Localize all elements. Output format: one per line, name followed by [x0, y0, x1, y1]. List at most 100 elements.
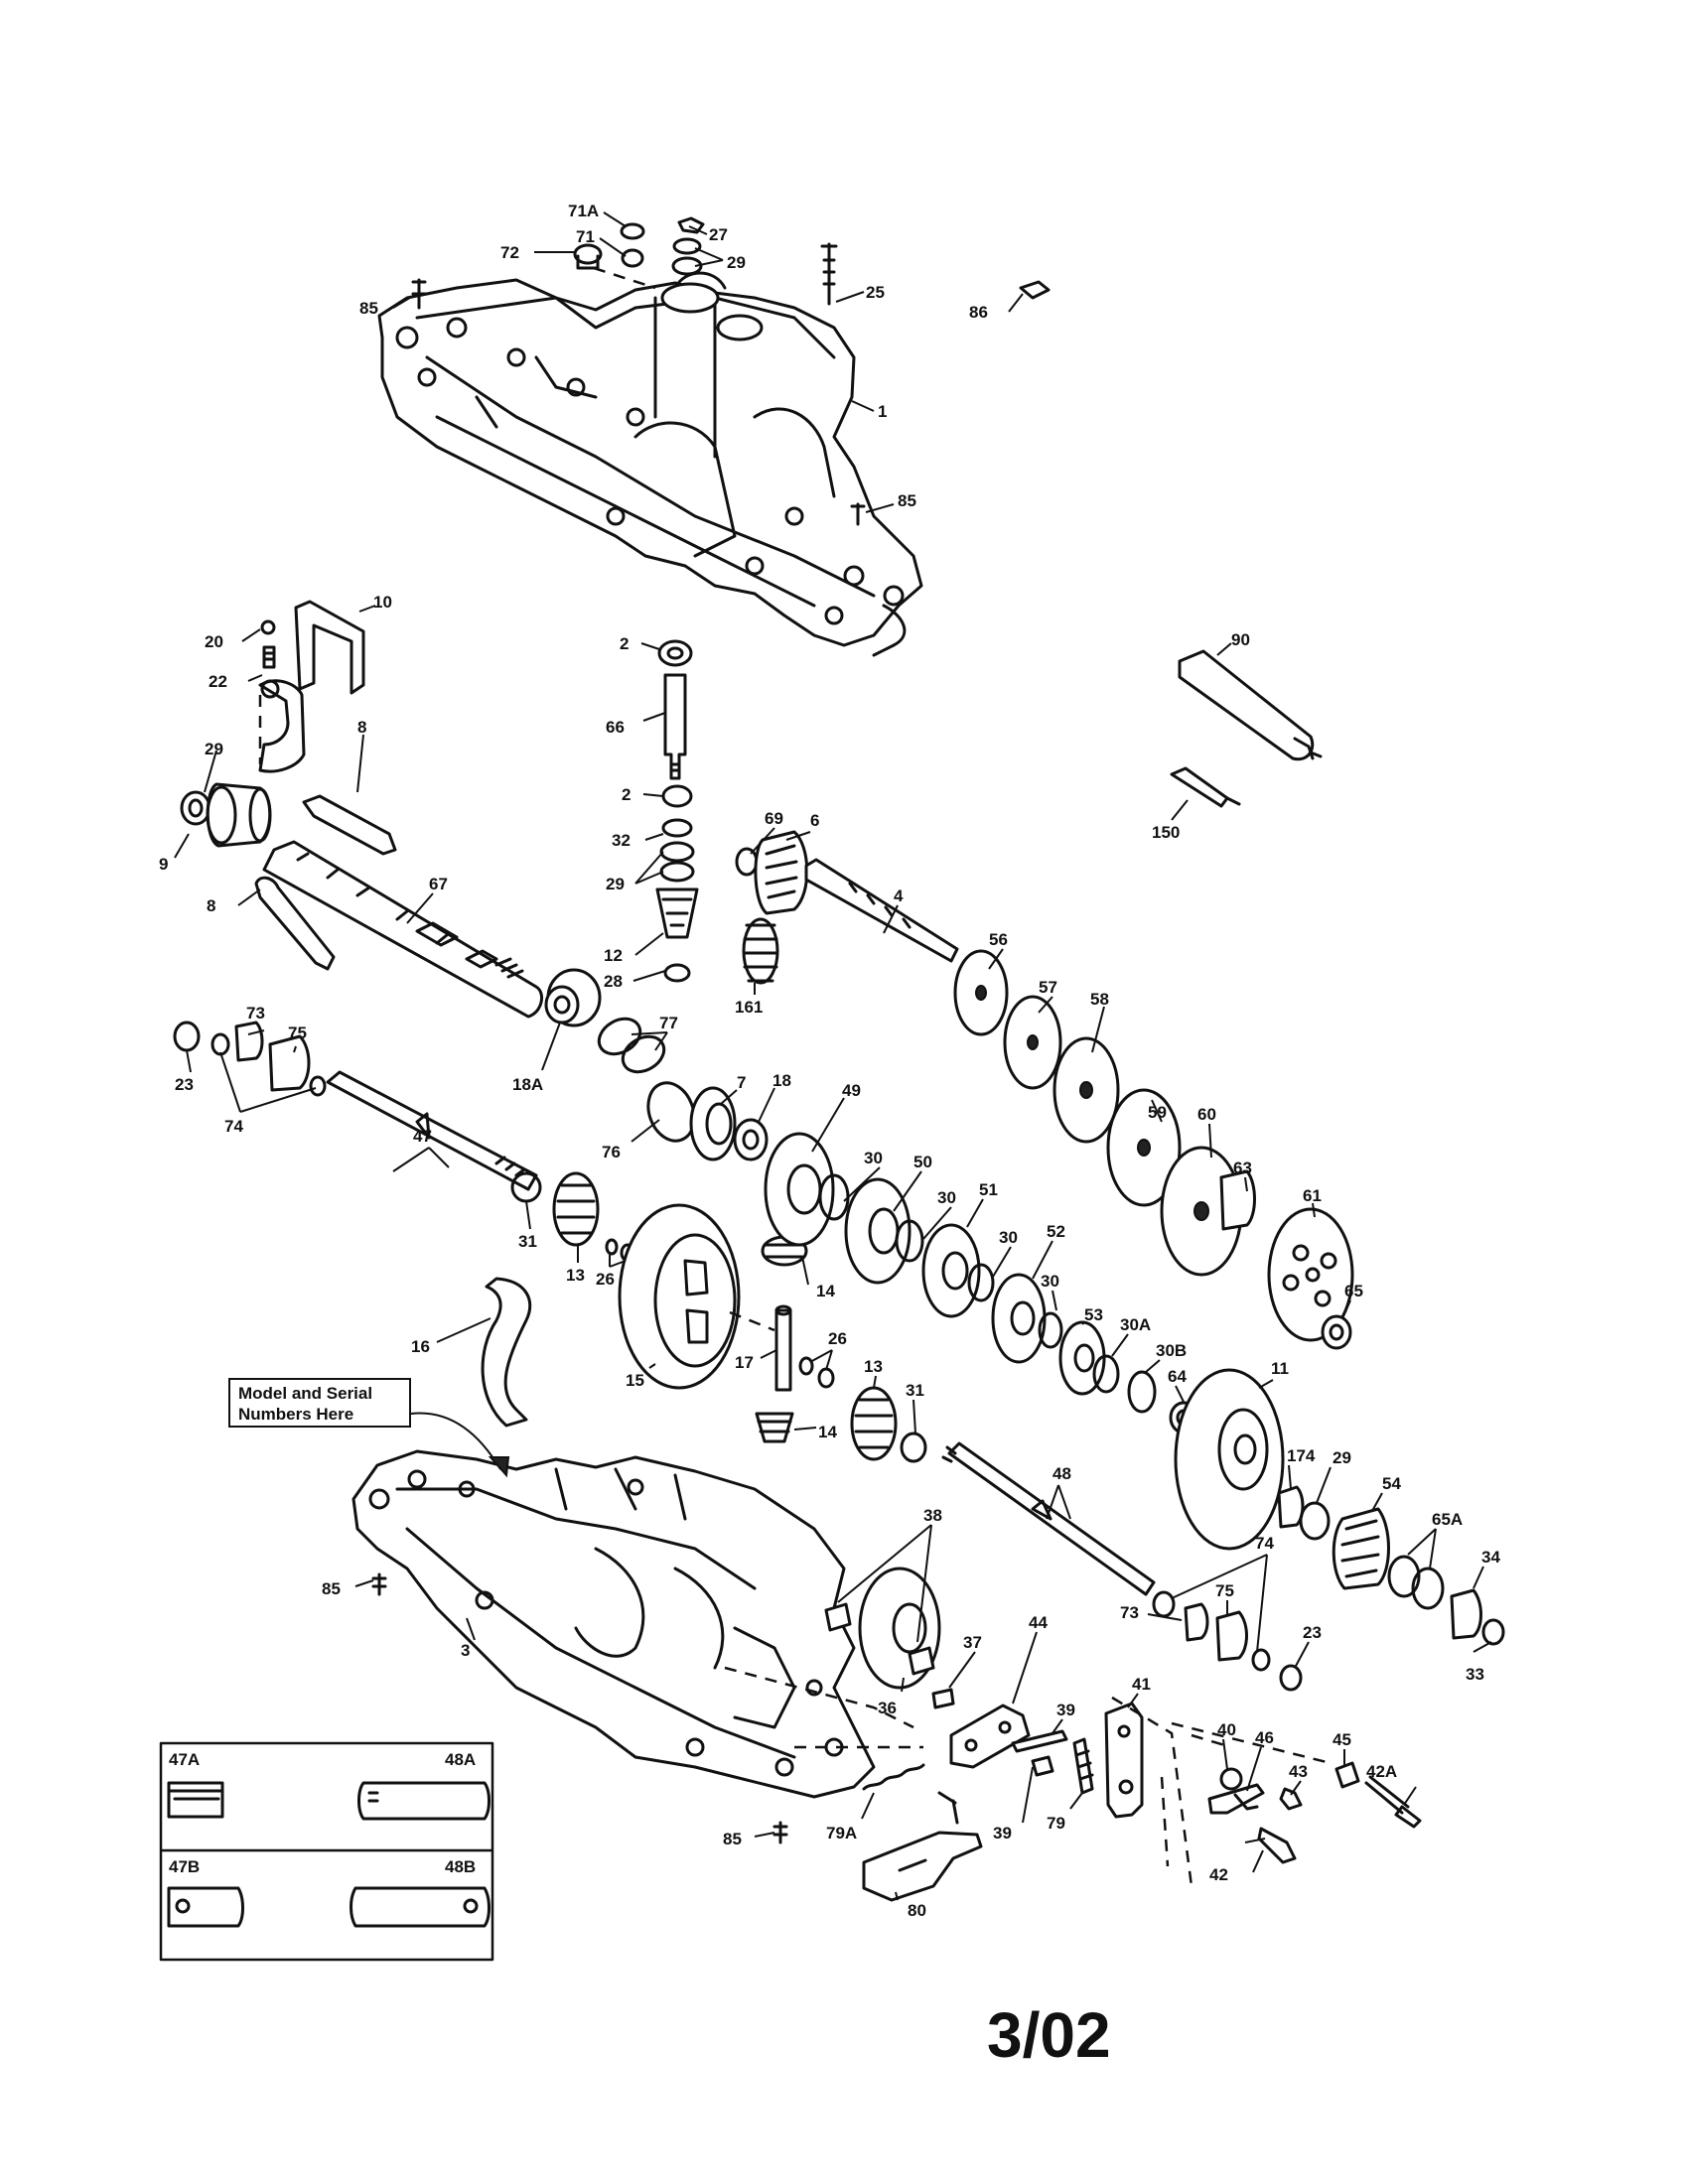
callout-9: 9 — [159, 855, 168, 874]
callout-29-left: 29 — [205, 740, 223, 758]
right-axle — [941, 1441, 1156, 1596]
callout-67: 67 — [429, 875, 448, 893]
callout-2-top: 2 — [620, 634, 629, 653]
callout-51: 51 — [979, 1180, 998, 1199]
gear-stack-lower — [764, 1132, 1198, 1434]
callout-30-a: 30 — [864, 1149, 883, 1167]
callout-10: 10 — [373, 593, 392, 612]
callout-37: 37 — [963, 1633, 982, 1652]
left-axle — [173, 1021, 542, 1203]
inset-label-47B: 47B — [169, 1857, 200, 1876]
callout-66: 66 — [606, 718, 625, 737]
callout-7: 7 — [737, 1073, 746, 1092]
inset-label-47A: 47A — [169, 1750, 200, 1769]
callout-63: 63 — [1233, 1159, 1252, 1177]
callout-59: 59 — [1148, 1103, 1167, 1122]
callout-174: 174 — [1287, 1446, 1316, 1465]
callout-43: 43 — [1289, 1762, 1308, 1781]
output-gear — [1174, 1368, 1285, 1551]
callout-32: 32 — [612, 831, 631, 850]
callout-72: 72 — [500, 243, 519, 262]
bearings-bottom — [1152, 1590, 1303, 1692]
callout-30-c: 30 — [999, 1228, 1018, 1247]
ring-gear — [618, 1203, 741, 1390]
callout-74-left: 74 — [224, 1117, 243, 1136]
model-serial-note-line2: Numbers Here — [238, 1405, 354, 1424]
callout-30-b: 30 — [937, 1188, 956, 1207]
callout-17: 17 — [735, 1353, 754, 1372]
model-serial-note-line1: Model and Serial — [238, 1384, 373, 1403]
callout-3: 3 — [461, 1641, 470, 1660]
brake-assembly — [824, 1567, 955, 1709]
callout-14-lower: 14 — [818, 1423, 837, 1441]
callout-2-mid: 2 — [622, 785, 631, 804]
differential-gears-left — [481, 1171, 635, 1428]
studs — [371, 1572, 788, 1844]
countershaft — [735, 830, 959, 963]
callout-90: 90 — [1231, 630, 1250, 649]
callout-14-upper: 14 — [816, 1282, 835, 1300]
callout-69: 69 — [765, 809, 783, 828]
callout-52: 52 — [1047, 1222, 1065, 1241]
pinion-gear — [742, 917, 779, 985]
callout-33: 33 — [1466, 1665, 1484, 1684]
callout-60: 60 — [1197, 1105, 1216, 1124]
callout-31-left: 31 — [518, 1232, 537, 1251]
callout-1: 1 — [878, 402, 887, 421]
callout-161: 161 — [735, 998, 763, 1017]
model-serial-note: Model and Serial Numbers Here — [228, 1378, 411, 1428]
callout-42A: 42A — [1366, 1762, 1397, 1781]
callout-61: 61 — [1303, 1186, 1322, 1205]
callout-79A: 79A — [826, 1824, 857, 1843]
grease-tubes — [1170, 649, 1323, 808]
callout-39-lower: 39 — [993, 1824, 1012, 1843]
callout-50: 50 — [913, 1153, 932, 1171]
callout-16: 16 — [411, 1337, 430, 1356]
callout-75-left: 75 — [288, 1024, 307, 1042]
callout-4: 4 — [894, 887, 904, 905]
callout-29-right: 29 — [1333, 1448, 1351, 1467]
callout-18A: 18A — [512, 1075, 543, 1094]
callout-53: 53 — [1084, 1305, 1103, 1324]
callout-74-right: 74 — [1255, 1534, 1274, 1553]
callout-40: 40 — [1217, 1720, 1236, 1739]
callout-38: 38 — [923, 1506, 942, 1525]
axle-variant-inset: 47A 48A 47B 48B — [159, 1741, 494, 1962]
callout-44: 44 — [1029, 1613, 1048, 1632]
callout-labels: 71A 27 72 71 29 85 25 86 1 85 20 10 22 2… — [159, 202, 1500, 1920]
callout-8-low: 8 — [207, 896, 215, 915]
callout-46: 46 — [1255, 1728, 1274, 1747]
callout-54: 54 — [1382, 1474, 1401, 1493]
callout-75-right: 75 — [1215, 1581, 1234, 1600]
callout-8-top: 8 — [357, 718, 366, 737]
linkage-dashes — [724, 1666, 1332, 1887]
callout-65: 65 — [1344, 1282, 1363, 1300]
callout-30-d: 30 — [1041, 1272, 1059, 1291]
bearings-left — [544, 968, 696, 1143]
callout-79: 79 — [1047, 1814, 1065, 1833]
lower-housing — [351, 1449, 876, 1799]
callout-57: 57 — [1039, 978, 1057, 997]
input-shaft — [655, 639, 699, 983]
callout-73-left: 73 — [246, 1004, 265, 1023]
callout-64: 64 — [1168, 1367, 1187, 1386]
bearings-right — [1277, 1485, 1505, 1646]
callout-77: 77 — [659, 1014, 678, 1032]
callout-23-left: 23 — [175, 1075, 194, 1094]
callout-85-bottom: 85 — [723, 1830, 742, 1848]
callout-56: 56 — [989, 930, 1008, 949]
gear-7 — [689, 1086, 769, 1161]
callout-36: 36 — [878, 1699, 897, 1717]
callout-30B: 30B — [1156, 1341, 1187, 1360]
callout-22: 22 — [209, 672, 227, 691]
leader-lines — [174, 211, 1492, 1901]
inset-label-48B: 48B — [445, 1857, 476, 1876]
callout-49: 49 — [842, 1081, 861, 1100]
callout-39-upper: 39 — [1056, 1701, 1075, 1719]
callout-76: 76 — [602, 1143, 621, 1161]
callout-86: 86 — [969, 303, 988, 322]
callout-15: 15 — [626, 1371, 644, 1390]
callout-71A: 71A — [568, 202, 599, 220]
callout-6: 6 — [810, 811, 819, 830]
callout-13-right: 13 — [864, 1357, 883, 1376]
